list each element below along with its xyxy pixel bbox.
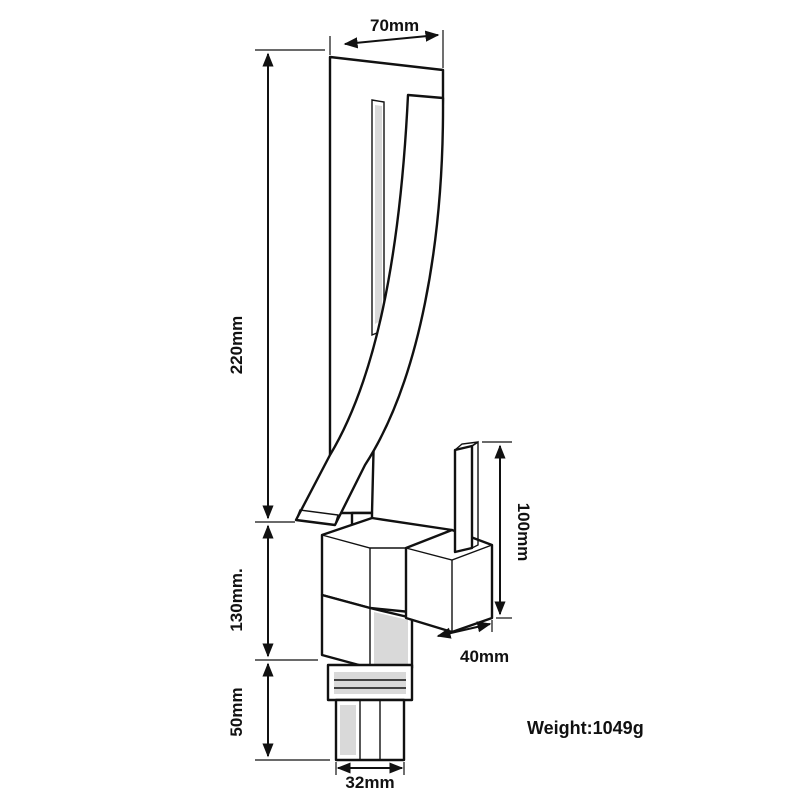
dim-label-70mm: 70mm [370, 16, 419, 35]
dim-label-220mm: 220mm [227, 316, 246, 375]
dim-label-32mm: 32mm [345, 773, 394, 792]
faucet-drawing [294, 55, 494, 762]
dim-label-130mm: 130mm. [227, 568, 246, 631]
dimension-lines [255, 30, 512, 775]
dim-label-40mm: 40mm [460, 647, 509, 666]
weight-label: Weight:1049g [527, 718, 644, 738]
dim-label-50mm: 50mm [227, 687, 246, 736]
dim-label-100mm: 100mm [514, 503, 533, 562]
